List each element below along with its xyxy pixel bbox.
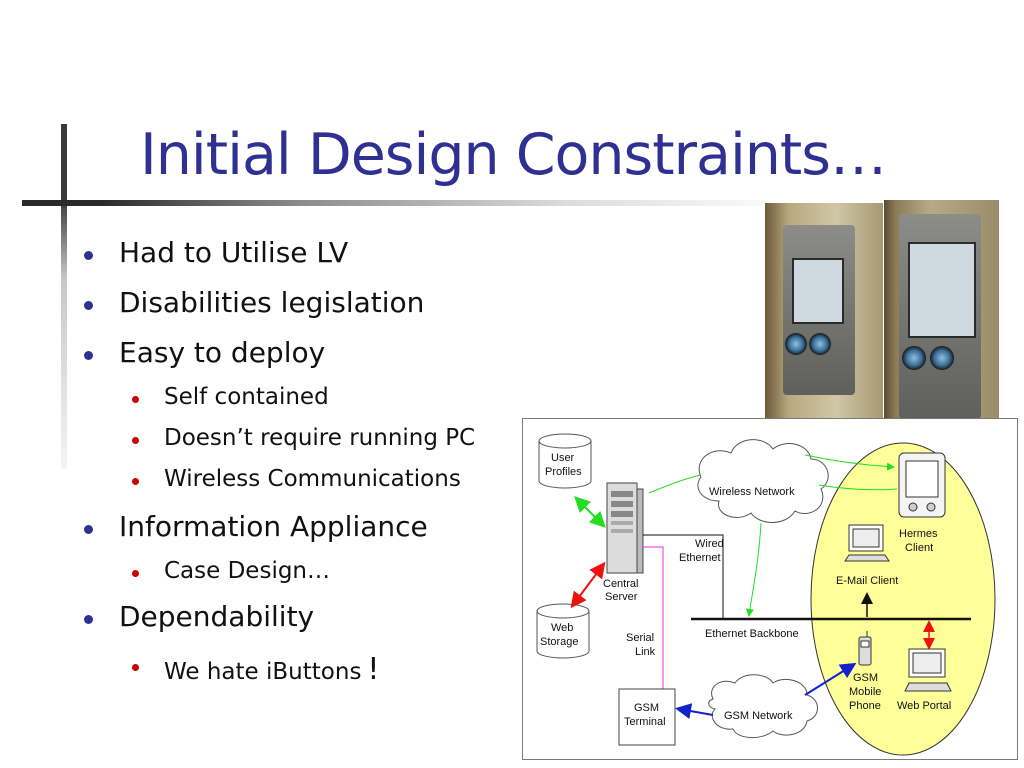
device-photo-right (884, 200, 999, 422)
wireless-network-cloud: Wireless Network (697, 439, 829, 523)
email-client-label: E-Mail Client (836, 575, 898, 587)
wired-ethernet-label: Wired (695, 538, 724, 550)
client-zone (810, 442, 996, 756)
web-portal-label: Web Portal (897, 700, 951, 712)
gsm-terminal-icon: GSM Terminal (618, 688, 676, 746)
sub-bullet-dot-icon (132, 437, 139, 444)
gsm-terminal-label: Terminal (624, 716, 666, 728)
slide-title: Initial Design Constraints… (140, 122, 887, 188)
bullet-text: Dependability (119, 600, 315, 633)
wireless-backbone-link (745, 522, 762, 617)
hermes-client-label: Client (905, 542, 933, 554)
bullet-text: Information Appliance (119, 510, 428, 543)
title-vertical-rule (61, 124, 67, 469)
bullet-text: Easy to deploy (119, 336, 326, 369)
server-storage-link (570, 561, 606, 609)
web-storage-label: Web (551, 622, 573, 634)
central-server-icon: Central Server (603, 482, 644, 603)
ibutton-icon (809, 333, 831, 355)
wireless-network-label: Wireless Network (709, 486, 795, 498)
bullet-dot-icon (84, 301, 93, 310)
sub-bullet-text: We hate iButtons! (164, 652, 380, 687)
title-horizontal-rule (22, 200, 802, 206)
network-diagram: Wireless Network GSM Network User Profil… (522, 418, 1018, 760)
web-storage-database-icon: Web Storage (536, 603, 590, 659)
gsm-terminal-label: GSM (634, 702, 659, 714)
serial-link-line (643, 546, 664, 689)
wireless-hermes-link-2 (818, 484, 898, 491)
ibutton-icon (785, 333, 807, 355)
device-screen (792, 258, 844, 324)
sub-bullet-text: Case Design… (164, 558, 331, 584)
serial-link-label: Link (635, 646, 656, 658)
user-profiles-label: Profiles (545, 466, 582, 478)
ibutton-icon (902, 346, 926, 370)
sub-bullet-text: Self contained (164, 384, 329, 410)
sub-bullet-dot-icon (132, 570, 139, 577)
sub-bullet-text: Wireless Communications (164, 466, 461, 492)
sub-bullet-dot-icon (132, 396, 139, 403)
wired-ethernet-line (643, 534, 724, 619)
gsm-network-phone-link (804, 662, 857, 696)
central-server-label: Server (605, 591, 638, 603)
gsm-phone-label: Mobile (849, 686, 881, 698)
hermes-client-pda-icon: Hermes Client (898, 452, 946, 554)
serial-link-label: Serial (626, 632, 654, 644)
bullet-dot-icon (84, 525, 93, 534)
email-client-monitor-icon: E-Mail Client (836, 524, 898, 587)
bullet-text: Had to Utilise LV (119, 236, 349, 269)
device-screen (908, 242, 976, 338)
device-photo-left (765, 203, 883, 421)
central-server-label: Central (603, 578, 638, 590)
wireless-hermes-link (804, 454, 895, 471)
gsm-network-label: GSM Network (724, 710, 793, 722)
wired-ethernet-label: Ethernet (679, 552, 721, 564)
sub-bullet-dot-icon (132, 664, 139, 671)
bullet-dot-icon (84, 615, 93, 624)
ibutton-icon (930, 346, 954, 370)
bullet-dot-icon (84, 351, 93, 360)
bullet-text: Disabilities legislation (119, 286, 425, 319)
server-profiles-link (574, 496, 606, 528)
gsm-phone-icon: GSM Mobile Phone (849, 631, 881, 712)
server-wireless-link (648, 474, 702, 494)
gsm-phone-label: Phone (849, 700, 881, 712)
ethernet-backbone-label: Ethernet Backbone (705, 628, 799, 640)
user-profiles-database-icon: User Profiles (538, 433, 592, 489)
web-storage-label: Storage (540, 636, 579, 648)
gsm-network-cloud: GSM Network (708, 674, 818, 738)
hermes-client-label: Hermes (899, 528, 938, 540)
sub-bullet-text: Doesn’t require running PC (164, 425, 476, 451)
bullet-dot-icon (84, 251, 93, 260)
sub-bullet-dot-icon (132, 478, 139, 485)
exclamation: ! (367, 652, 380, 687)
gsm-phone-label: GSM (853, 672, 878, 684)
web-portal-monitor-icon: Web Portal (897, 648, 952, 712)
gsm-network-terminal-link (675, 703, 714, 719)
user-profiles-label: User (551, 452, 575, 464)
